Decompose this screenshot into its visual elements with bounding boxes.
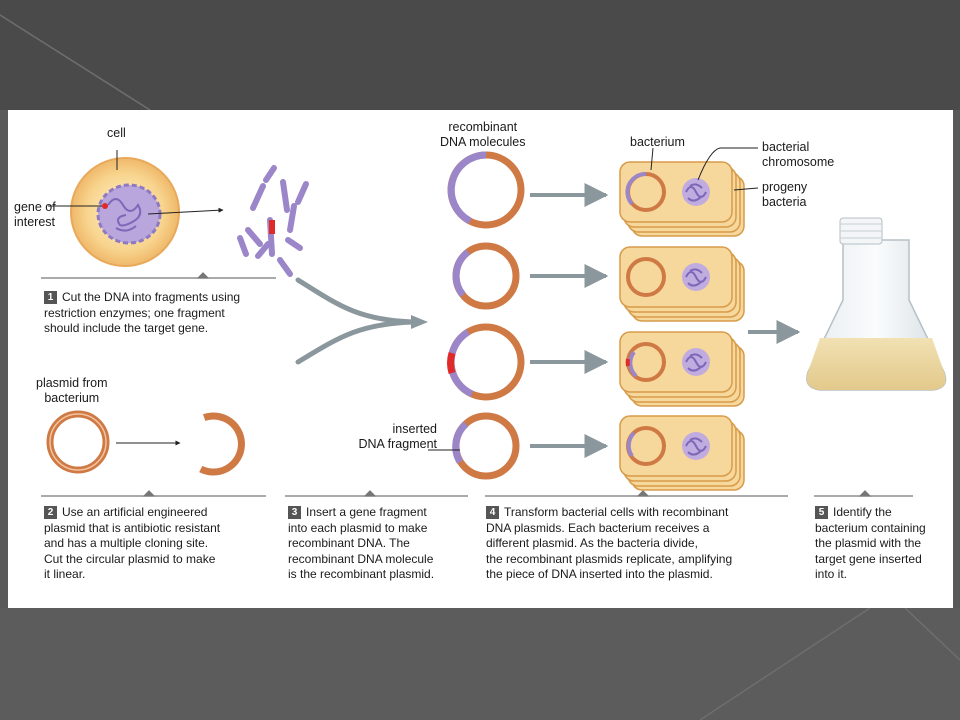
step-3-line-1: 3 Insert a gene fragment [288, 505, 434, 521]
bacterium-leader-lines [428, 147, 759, 451]
step-5-line-5: into it. [815, 567, 848, 581]
step-5-line-3: the plasmid with the [815, 536, 922, 550]
progeny-bacteria-label: progeny bacteria [762, 180, 807, 210]
step-2-line-1-text: Use an artificial engineered [62, 505, 208, 519]
target-gene-fragment [269, 220, 275, 234]
step-1-line-2: restriction enzymes; one fragment [44, 305, 225, 320]
step-1-caption: 1 Cut the DNA into fragments using restri… [44, 290, 240, 337]
step-5-number: 5 [815, 506, 828, 519]
step-5-line-2: bacterium containing [815, 520, 926, 535]
step-3-number: 3 [288, 506, 301, 519]
step-3-caption: 3 Insert a gene fragment into each plasmi… [288, 505, 434, 583]
step-5-caption: 5 Identify the bacterium containing the p… [815, 505, 926, 583]
step-1-line-1: 1 Cut the DNA into fragments using [44, 290, 240, 306]
recombinant-plasmids [447, 151, 525, 480]
progeny-bacteria-line-1: progeny [762, 180, 808, 194]
culture-flask [806, 217, 947, 391]
step-3-line-5: is the recombinant plasmid. [288, 567, 435, 581]
recombinant-dna-line-1: recombinant [448, 120, 518, 134]
step-dividers [41, 272, 913, 497]
transform-arrows [530, 183, 801, 458]
dna-fragments [237, 165, 309, 277]
cell-illustration [48, 150, 224, 267]
step-2-line-3: and has a multiple cloning site. [44, 536, 209, 550]
gene-of-interest-label: gene of interest [14, 200, 56, 230]
step-4-line-4: the recombinant plasmids replicate, ampl… [486, 551, 733, 566]
step-3-line-3: recombinant DNA. The [288, 536, 410, 550]
gene-of-interest-line-1: gene of [14, 200, 56, 214]
step-3-line-2: into each plasmid to make [288, 520, 428, 535]
cloning-diagram-artwork [41, 147, 947, 497]
step-2-line-4: Cut the circular plasmid to make [44, 551, 216, 566]
step-4-line-1: 4 Transform bacterial cells with recombin… [486, 505, 732, 521]
step-3-line-1-text: Insert a gene fragment [306, 505, 427, 519]
step-4-line-2: DNA plasmids. Each bacterium receives a [486, 520, 710, 535]
step-2-caption: 2 Use an artificial engineered plasmid th… [44, 505, 220, 583]
inserted-dna-fragment-line-1: inserted [392, 422, 437, 436]
step-1-line-3: should include the target gene. [44, 321, 209, 335]
recombinant-dna-line-2: DNA molecules [440, 135, 526, 149]
plasmid-from-bacterium-line-1: plasmid from [36, 376, 108, 390]
step-1-line-1-text: Cut the DNA into fragments using [62, 290, 241, 304]
converging-arrows [295, 277, 416, 365]
step-4-caption: 4 Transform bacterial cells with recombin… [486, 505, 732, 583]
step-5-line-4: target gene inserted [815, 551, 922, 566]
plasmid-from-bacterium-label: plasmid from bacterium [36, 376, 108, 406]
inserted-dna-fragment-line-2: DNA fragment [358, 437, 437, 451]
bacterium-label: bacterium [630, 135, 685, 149]
step-5-line-1: 5 Identify the [815, 505, 926, 521]
converging-arrowhead [411, 315, 428, 329]
progeny-bacteria-line-2: bacteria [762, 195, 807, 209]
bacteria-stacks [619, 161, 745, 491]
step-4-line-3: different plasmid. As the bacteria divid… [486, 536, 698, 550]
step-2-number: 2 [44, 506, 57, 519]
bacterial-chromosome-line-1: bacterial [762, 140, 810, 154]
inserted-dna-fragment-label: inserted DNA fragment [345, 422, 437, 452]
step-2-line-1: 2 Use an artificial engineered [44, 505, 220, 521]
plasmid-illustration [46, 410, 245, 476]
step-3-line-4: recombinant DNA molecule [288, 551, 434, 566]
step-4-line-1-text: Transform bacterial cells with recombina… [504, 505, 729, 519]
step-1-number: 1 [44, 291, 57, 304]
step-4-number: 4 [486, 506, 499, 519]
plasmid-from-bacterium-line-2: bacterium [44, 391, 100, 405]
bacterial-chromosome-label: bacterial chromosome [762, 140, 834, 170]
recombinant-dna-label: recombinant DNA molecules [440, 120, 525, 150]
step-5-line-1-text: Identify the [833, 505, 892, 519]
gene-of-interest-line-2: interest [14, 215, 55, 229]
step-4-line-5: the piece of DNA inserted into the plasm… [486, 567, 713, 581]
cell-label: cell [107, 126, 126, 140]
step-2-line-5: it linear. [44, 567, 86, 581]
step-2-line-2: plasmid that is antibiotic resistant [44, 520, 221, 535]
bacterial-chromosome-line-2: chromosome [762, 155, 835, 169]
